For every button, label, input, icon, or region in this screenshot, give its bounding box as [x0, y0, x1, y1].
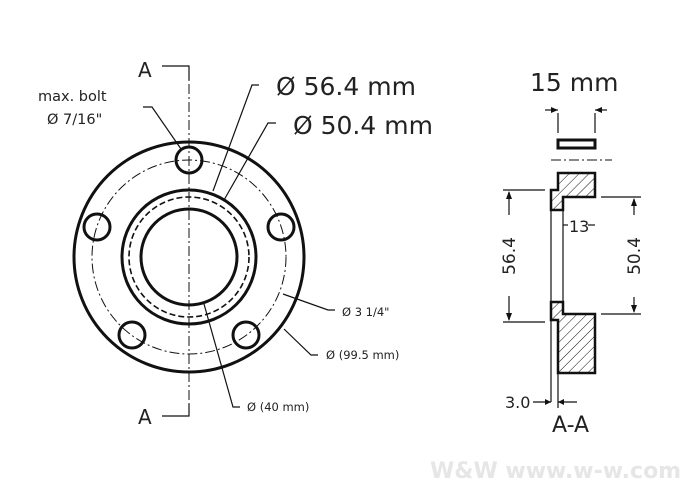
- section-label-bottom: A: [138, 405, 152, 429]
- section-label-top: A: [138, 58, 152, 82]
- leader-hub-pilot: [223, 122, 276, 201]
- bolt-hole: [82, 212, 112, 242]
- section-lower-block: [549, 300, 597, 375]
- section-marker-bottom: [162, 404, 190, 417]
- leader-outer: [283, 328, 318, 356]
- section-top-piece: [556, 138, 597, 150]
- bolt-circle-label: Ø 3 1/4": [342, 305, 389, 319]
- leader-hub-outer: [212, 84, 259, 192]
- section-upper-block: [549, 171, 597, 212]
- bolt-hole: [231, 320, 261, 350]
- bore-label: Ø (40 mm): [247, 400, 309, 414]
- front-view: [72, 65, 335, 417]
- leader-bore: [203, 303, 240, 408]
- step-label: 3.0: [505, 393, 530, 412]
- section-marker-top: [162, 65, 190, 80]
- left-dia-label: 56.4: [500, 237, 520, 275]
- leader-bolt: [143, 106, 182, 150]
- section-title: A-A: [552, 413, 589, 438]
- leader-bolt-circle: [282, 293, 335, 311]
- thickness-label: 15 mm: [530, 68, 618, 97]
- max-bolt-value: Ø 7/16": [47, 112, 102, 128]
- hub-pilot-label: Ø 50.4 mm: [293, 111, 433, 140]
- section-view: [503, 107, 641, 408]
- inner-depth-label: 13: [569, 217, 589, 236]
- outer-dia-label: Ø (99.5 mm): [326, 348, 399, 362]
- hub-outer-label: Ø 56.4 mm: [276, 72, 416, 101]
- max-bolt-label: max. bolt: [38, 89, 107, 105]
- right-dia-label: 50.4: [625, 237, 645, 275]
- watermark: W&W www.w-w.com: [430, 459, 681, 484]
- bolt-hole: [117, 320, 147, 350]
- bolt-hole: [266, 212, 296, 242]
